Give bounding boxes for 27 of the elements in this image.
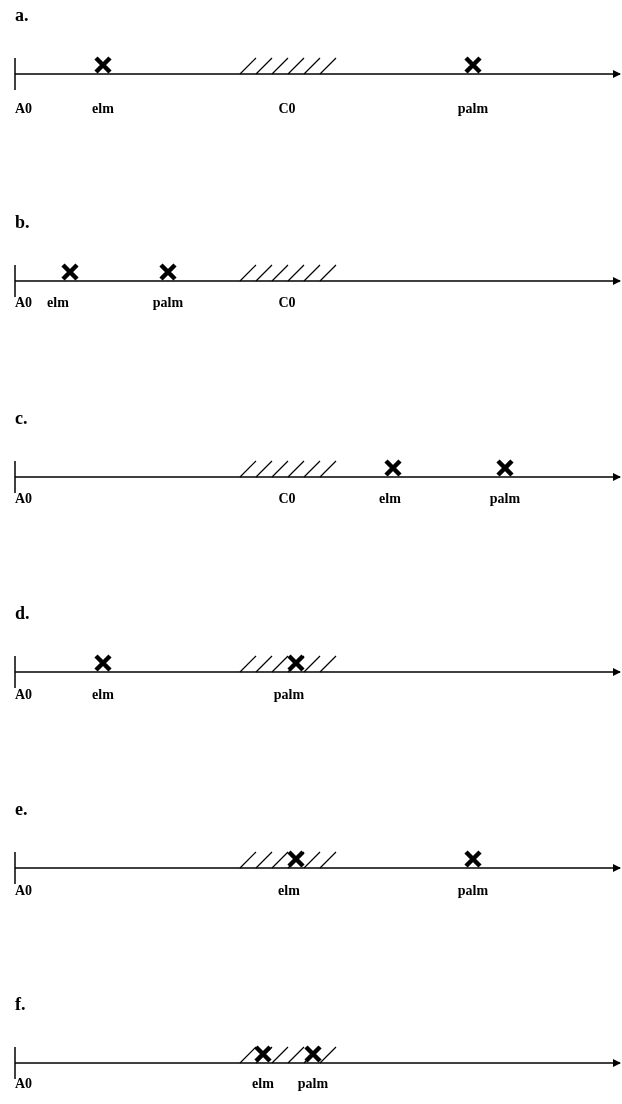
axis-label: elm: [379, 492, 401, 506]
axis-label: palm: [152, 296, 184, 310]
axis-label: A0: [15, 102, 33, 116]
axis-label: elm: [47, 296, 69, 310]
axis-label: C0: [278, 492, 296, 506]
axis-label: C0: [278, 102, 296, 116]
axis-label: A0: [15, 296, 33, 310]
axis-label: palm: [457, 102, 489, 116]
axis-label: A0: [15, 492, 33, 506]
axis-label: A0: [15, 1077, 33, 1091]
axis-label: elm: [278, 884, 300, 898]
axis-label: palm: [457, 884, 489, 898]
axis-label: elm: [92, 102, 114, 116]
axis-label: elm: [252, 1077, 274, 1091]
panel-label: e.: [15, 800, 28, 818]
axis-label: palm: [489, 492, 521, 506]
panel-label: f.: [15, 995, 26, 1013]
panel-label: b.: [15, 213, 30, 231]
panel-label: c.: [15, 409, 28, 427]
axis-label: C0: [278, 296, 296, 310]
axis-label: A0: [15, 688, 33, 702]
axis-label: palm: [273, 688, 305, 702]
panel-label: a.: [15, 6, 29, 24]
axis-label: elm: [92, 688, 114, 702]
panel-label: d.: [15, 604, 30, 622]
axis-label: A0: [15, 884, 33, 898]
axis-label: palm: [297, 1077, 329, 1091]
